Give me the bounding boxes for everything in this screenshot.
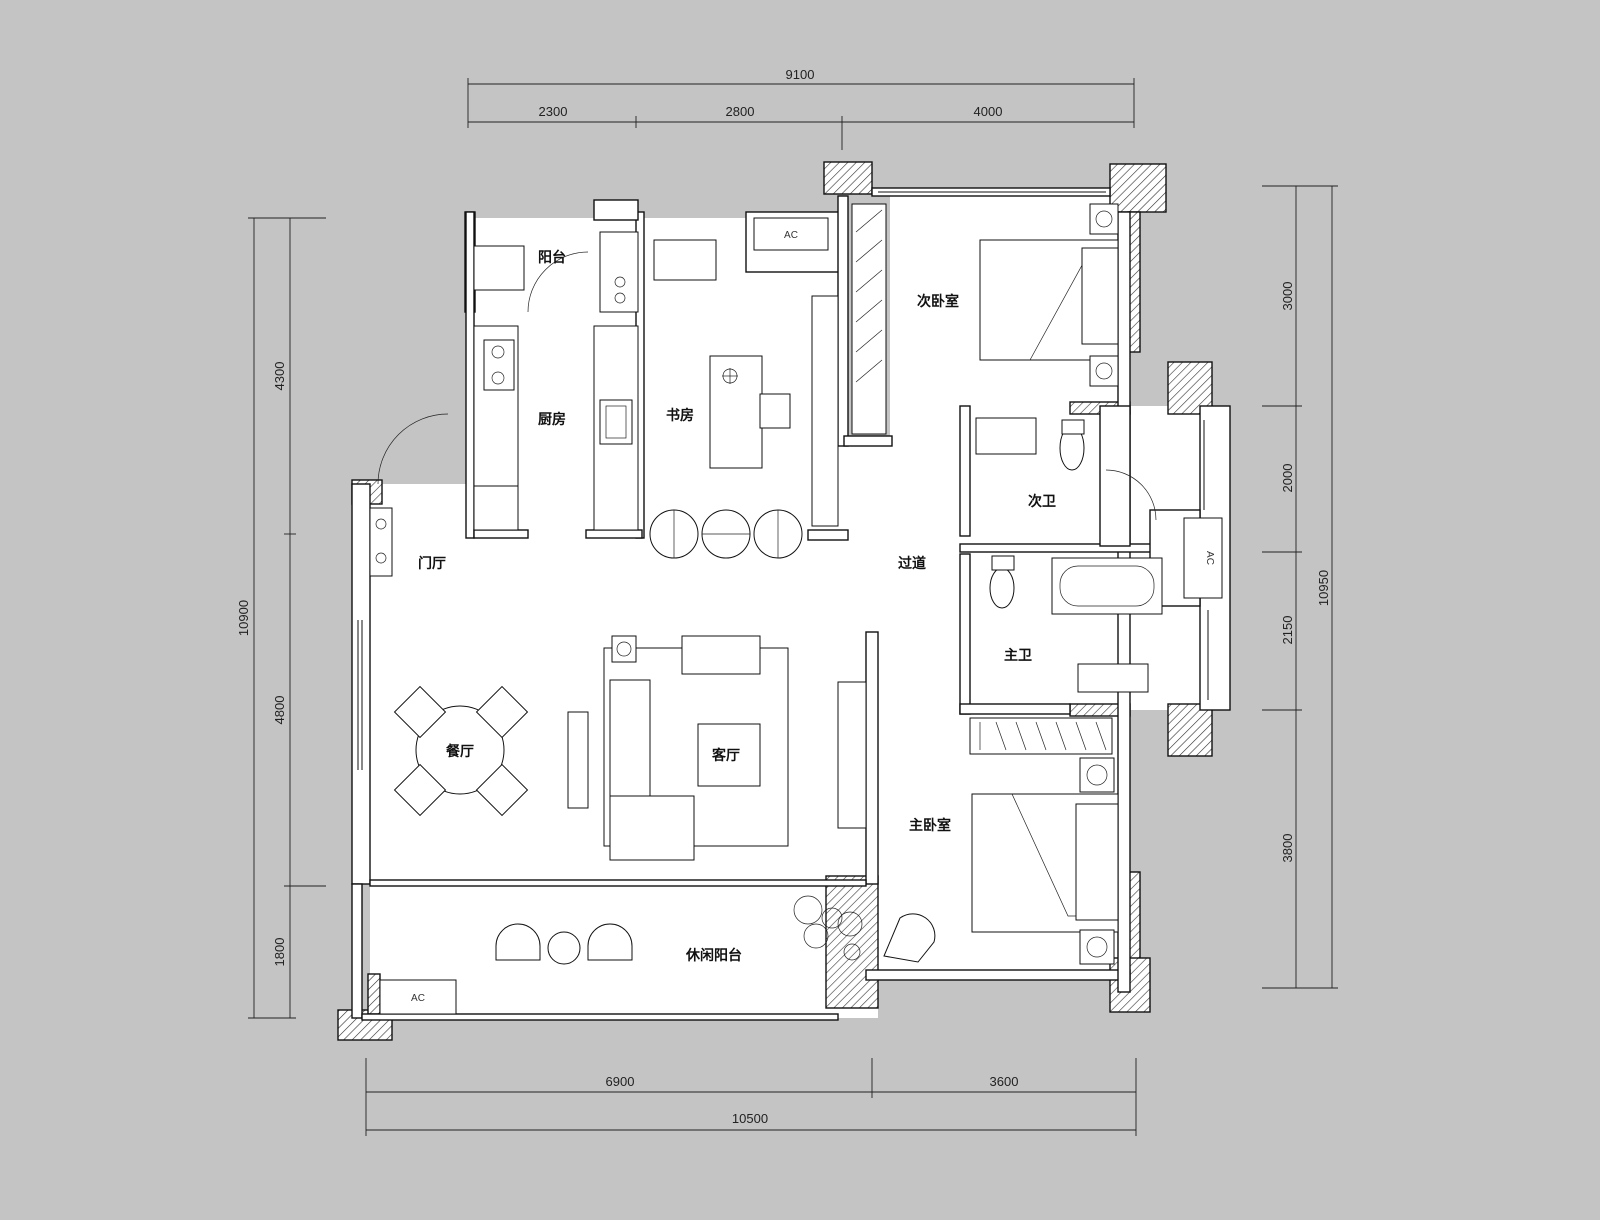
label-master-bedroom: 主卧室: [909, 817, 951, 834]
label-leisure-balcony: 休闲阳台: [685, 947, 742, 964]
dim-right-total: 10950: [1316, 570, 1331, 606]
ac-label-right: AC: [1204, 551, 1215, 565]
dim-right-seg-4: 3800: [1280, 834, 1295, 863]
label-living: 客厅: [711, 747, 740, 764]
label-dining: 餐厅: [445, 743, 474, 760]
label-kitchen: 厨房: [538, 411, 566, 428]
ac-label-bottom: AC: [411, 993, 425, 1004]
label-study: 书房: [666, 407, 694, 424]
dim-top-seg-1: 2300: [539, 104, 568, 119]
label-second-bath: 次卫: [1028, 493, 1056, 510]
dim-right-seg-3: 2150: [1280, 616, 1295, 645]
dim-right-seg-1: 3000: [1280, 282, 1295, 311]
label-balcony: 阳台: [538, 249, 566, 266]
dim-left-total: 10900: [236, 600, 251, 636]
dim-bottom-total: 10500: [732, 1111, 768, 1126]
dimension-top: 9100 2300 2800 4000: [467, 67, 1135, 150]
dimension-left: 10900 4300 4800 1800: [236, 217, 326, 1019]
room-labels: 阳台 厨房 书房 次卧室 门厅 过道 次卫 主卫 餐厅 客厅 主卧室 休闲阳台: [418, 249, 1056, 964]
label-second-bedroom: 次卧室: [917, 293, 959, 310]
dimension-bottom: 6900 3600 10500: [365, 1058, 1137, 1136]
label-master-bath: 主卫: [1004, 647, 1032, 664]
label-entrance: 门厅: [418, 555, 446, 572]
dim-left-seg-2: 4800: [272, 696, 287, 725]
dim-bottom-seg-1: 6900: [606, 1074, 635, 1089]
dim-right-seg-2: 2000: [1280, 464, 1295, 493]
furniture: AC AC AC: [357, 191, 1223, 1015]
ac-label-top: AC: [784, 230, 798, 241]
dim-bottom-seg-2: 3600: [990, 1074, 1019, 1089]
dim-top-total: 9100: [786, 67, 815, 82]
dim-left-seg-1: 4300: [272, 362, 287, 391]
dimension-right: 10950 3000 2000 2150 3800: [1262, 185, 1338, 989]
label-corridor: 过道: [898, 555, 926, 572]
dim-top-seg-2: 2800: [726, 104, 755, 119]
dim-left-seg-3: 1800: [272, 938, 287, 967]
dim-top-seg-3: 4000: [974, 104, 1003, 119]
